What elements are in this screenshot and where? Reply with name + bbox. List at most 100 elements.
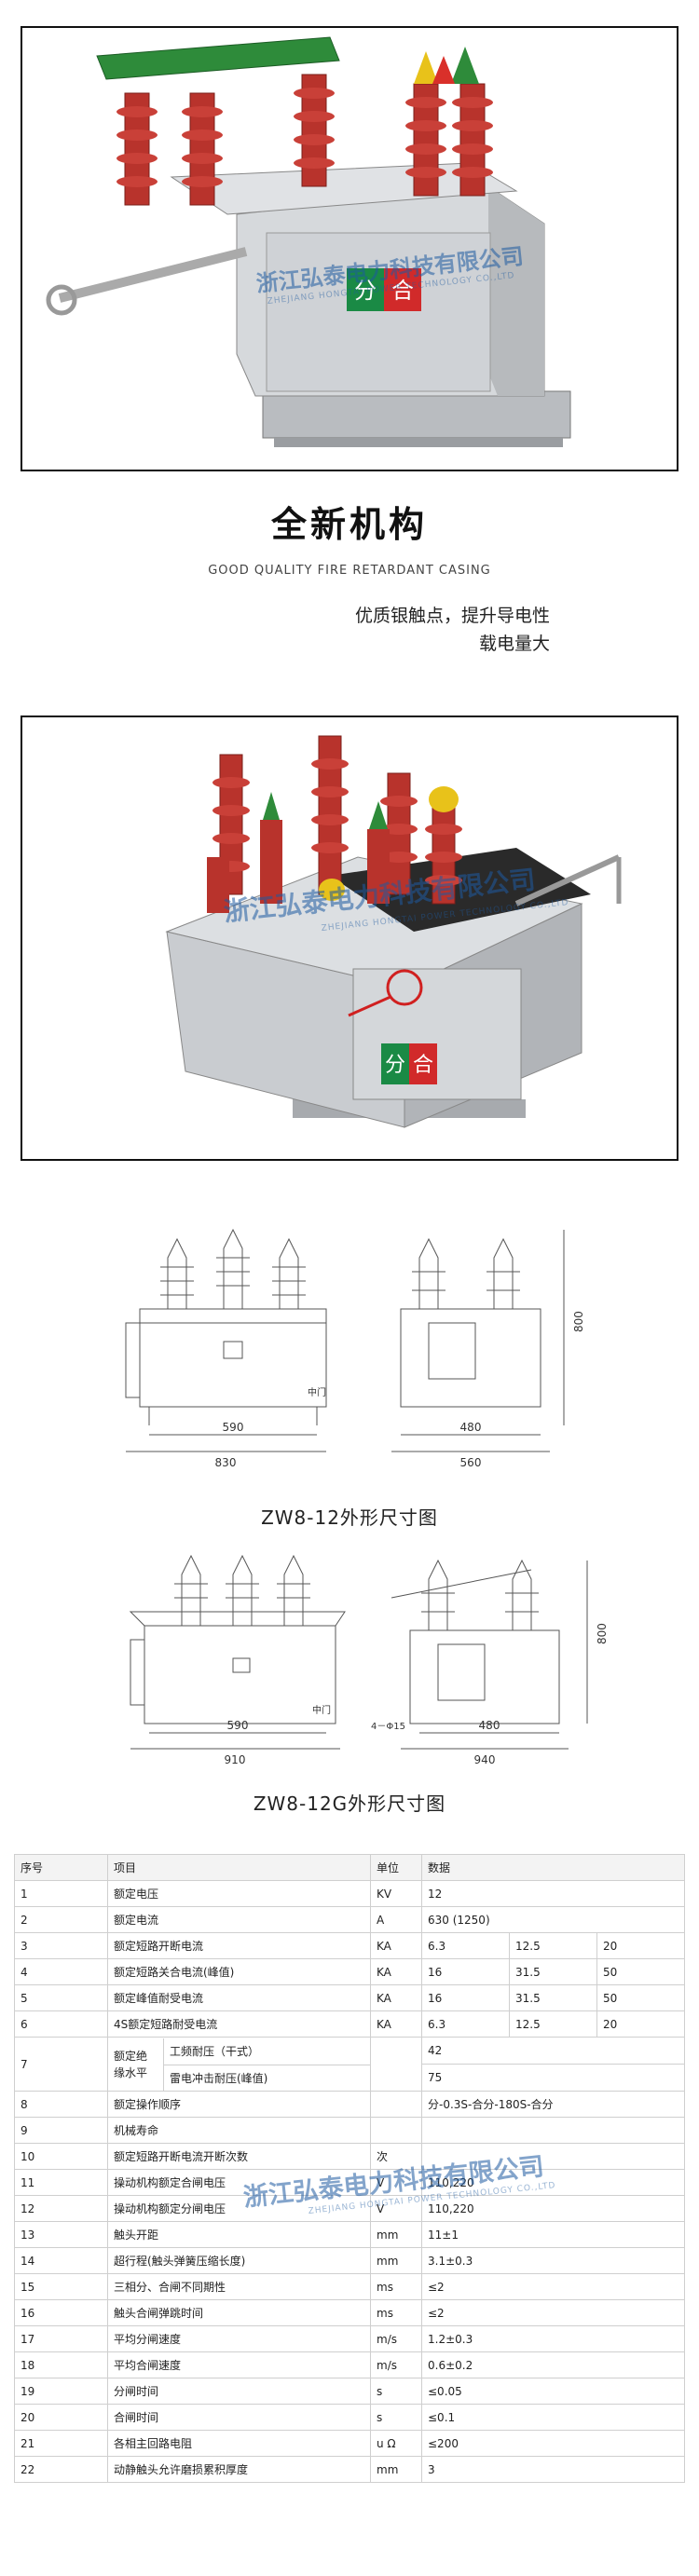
cell-value: ≤2 (421, 2273, 685, 2300)
cell-value: 16 (421, 1984, 510, 2011)
cell-unit: KA (370, 2010, 422, 2038)
cell-item: 动静触头允许磨损累积厚度 (107, 2456, 371, 2483)
cell-unit: m/s (370, 2351, 422, 2378)
cell-no: 13 (14, 2221, 108, 2248)
photo2-label-fen: 分 (385, 1054, 405, 1077)
cell-no: 2 (14, 1906, 108, 1933)
cell-item: 额定短路关合电流(峰值) (107, 1958, 371, 1985)
cell-unit: u Ω (370, 2430, 422, 2457)
cell-unit: ms (370, 2299, 422, 2326)
cell-value: 20 (596, 1932, 685, 1959)
cell-value: 11±1 (421, 2221, 685, 2248)
cell-no: 12 (14, 2195, 108, 2222)
cell-unit: A (370, 1906, 422, 1933)
product-photo-middle: 分 合 浙江弘泰电力科技有限公司 ZHEJIANG HONGTAI POWER … (21, 716, 678, 1161)
cell-unit (370, 2037, 422, 2092)
cell-item: 三相分、合闸不同期性 (107, 2273, 371, 2300)
cell-item-group-label: 额定绝缘水平 (108, 2038, 164, 2091)
dim-480: 480 (460, 1421, 482, 1434)
cell-unit: s (370, 2378, 422, 2405)
cell-item: 分闸时间 (107, 2378, 371, 2405)
cell-no: 16 (14, 2299, 108, 2326)
dim-480-g: 480 (479, 1719, 500, 1732)
cell-item: 平均合闸速度 (107, 2351, 371, 2378)
cell-value: 12.5 (509, 1932, 597, 1959)
cell-item: 额定短路开断电流 (107, 1932, 371, 1959)
cell-value: 50 (596, 1958, 685, 1985)
cell-no: 7 (14, 2037, 108, 2092)
cell-item: 操动机构额定分闸电压 (107, 2195, 371, 2222)
label-zhongmen-2: 中门 (312, 1704, 331, 1716)
description-line-1: 优质银触点，提升导电性 (354, 606, 550, 626)
dimension-drawing-zw8-12: 590 830 中门 480 560 800 (125, 1228, 585, 1469)
dim-830: 830 (215, 1456, 237, 1469)
cell-unit (370, 2091, 422, 2118)
label-zhongmen-1: 中门 (308, 1386, 326, 1398)
cell-value: 31.5 (509, 1958, 597, 1985)
cell-unit: KA (370, 1958, 422, 1985)
product-photo-top: 分 合 浙江弘泰电力科技有限公司 ZHEJIANG HONGTAI POWER … (21, 26, 678, 471)
cell-item: 触头开距 (107, 2221, 371, 2248)
dim-holes: 4－Φ15 (371, 1722, 405, 1732)
cell-no: 14 (14, 2247, 108, 2274)
cell-no: 15 (14, 2273, 108, 2300)
cell-no: 17 (14, 2325, 108, 2352)
dim-800-2: 800 (596, 1623, 609, 1644)
cell-item: 额定电压 (107, 1880, 371, 1907)
cell-unit: mm (370, 2247, 422, 2274)
cell-value: 分-0.3S-合分-180S-合分 (421, 2091, 685, 2118)
cell-no: 5 (14, 1984, 108, 2011)
section-subtitle-en: GOOD QUALITY FIRE RETARDANT CASING (208, 564, 491, 578)
cell-value: 6.3 (421, 2010, 510, 2038)
cell-value: 12 (421, 1880, 685, 1907)
cell-no: 3 (14, 1932, 108, 1959)
cell-value: 12.5 (509, 2010, 597, 2038)
drawing-caption-zw8-12: ZW8-12外形尺寸图 (261, 1506, 438, 1529)
dim-910: 910 (225, 1753, 246, 1766)
cell-item: 4S额定短路耐受电流 (107, 2010, 371, 2038)
header-data: 数据 (421, 1854, 685, 1881)
cell-no: 21 (14, 2430, 108, 2457)
section-description: 优质银触点，提升导电性 载电量大 (355, 602, 550, 658)
cell-value: 3 (421, 2456, 685, 2483)
cell-value: ≤200 (421, 2430, 685, 2457)
cell-item-sub1: 工频耐压（干式） (164, 2038, 370, 2065)
cell-value: 630 (1250) (421, 1906, 685, 1933)
cell-unit: m/s (370, 2325, 422, 2352)
cell-item-sub2: 雷电冲击耐压(峰值) (170, 2071, 268, 2085)
cell-no: 1 (14, 1880, 108, 1907)
dim-800-1: 800 (572, 1311, 585, 1332)
cell-no: 22 (14, 2456, 108, 2483)
header-no: 序号 (14, 1854, 108, 1881)
cell-no: 9 (14, 2117, 108, 2144)
cell-unit (370, 2117, 422, 2144)
cell-item-group: 额定绝缘水平工频耐压（干式） 雷电冲击耐压(峰值) (107, 2037, 371, 2092)
dim-940: 940 (474, 1753, 496, 1766)
cell-value-sub1: 42 (422, 2038, 684, 2065)
cell-no: 20 (14, 2404, 108, 2431)
cell-value: 3.1±0.3 (421, 2247, 685, 2274)
cell-unit: ms (370, 2273, 422, 2300)
cell-value (421, 2117, 685, 2144)
photo2-label-he: 合 (413, 1054, 433, 1077)
section-title: 全新机构 (270, 504, 428, 545)
cell-value: 0.6±0.2 (421, 2351, 685, 2378)
cell-unit: V (370, 2195, 422, 2222)
